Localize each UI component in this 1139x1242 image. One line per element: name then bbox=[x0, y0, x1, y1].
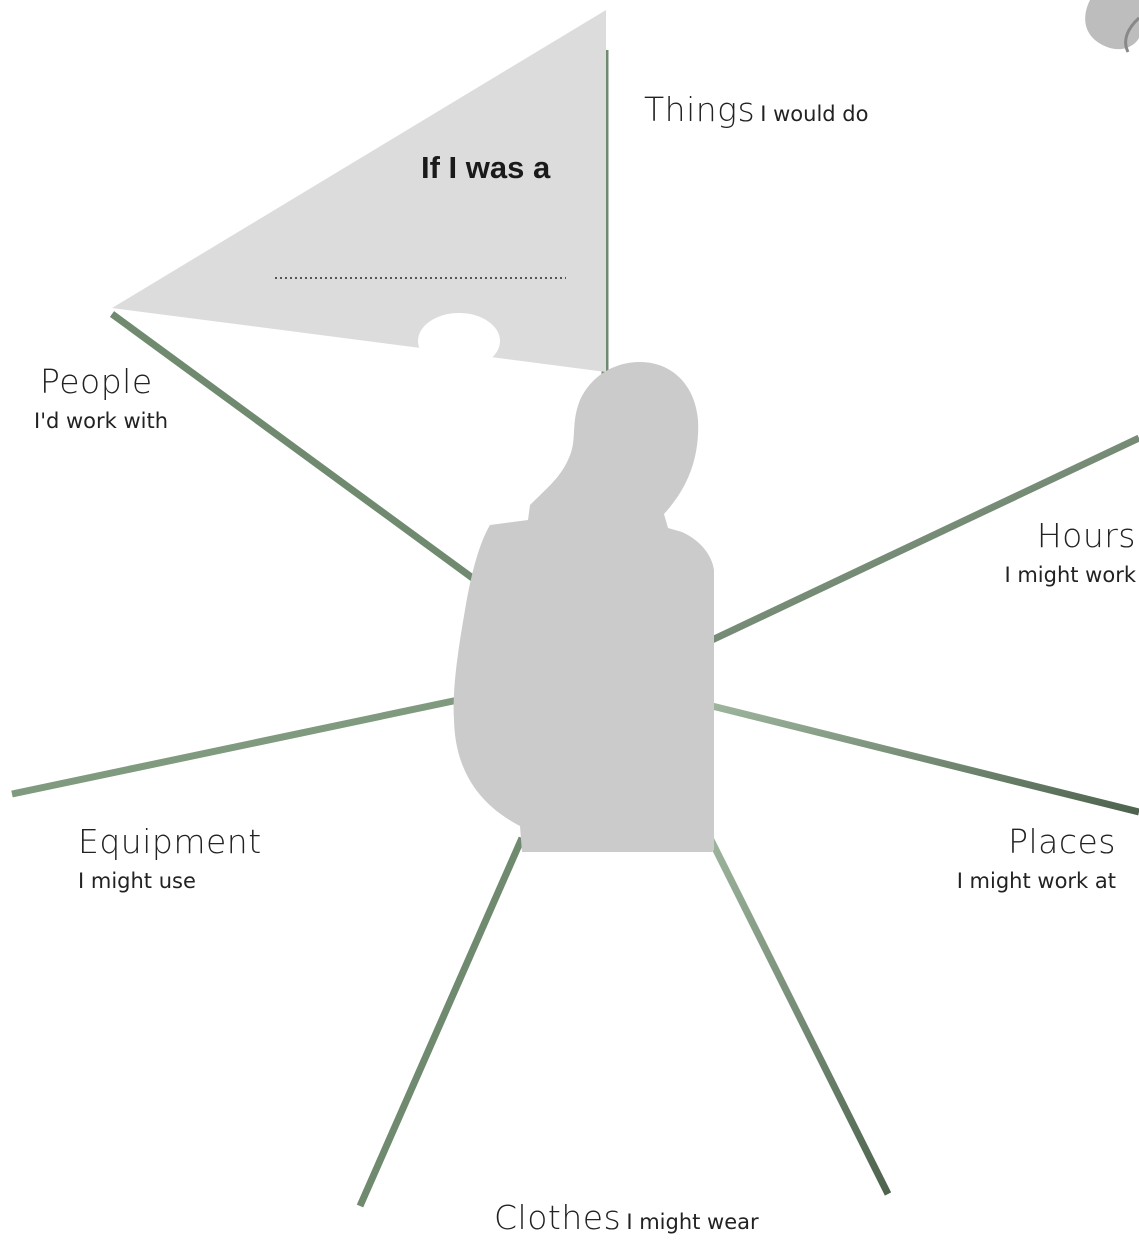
category-clothes: Clothes I might wear bbox=[494, 1198, 759, 1237]
spoke-clothes-right bbox=[706, 836, 892, 1196]
category-sub: I would do bbox=[760, 102, 869, 126]
category-heading: Hours bbox=[1036, 516, 1136, 555]
category-sub: I might wear bbox=[626, 1210, 759, 1234]
category-sub: I'd work with bbox=[34, 409, 169, 433]
category-heading: Places bbox=[1008, 822, 1116, 861]
thought-panel bbox=[112, 10, 606, 372]
category-heading: People bbox=[40, 362, 153, 401]
thought-bubble-icon bbox=[418, 313, 562, 408]
spoke-hours bbox=[710, 434, 1139, 644]
category-heading: Equipment bbox=[78, 822, 262, 861]
category-places: Places I might work at bbox=[928, 822, 1116, 893]
category-equipment: Equipment I might use bbox=[78, 822, 262, 893]
category-hours: Hours I might work bbox=[980, 516, 1136, 587]
spoke-places bbox=[711, 702, 1139, 816]
category-sub: I might use bbox=[78, 869, 196, 893]
category-heading: Things bbox=[644, 90, 756, 129]
category-sub: I might work at bbox=[956, 869, 1116, 893]
spoke-people bbox=[109, 311, 481, 585]
spoke-lines bbox=[11, 50, 1139, 1208]
spoke-equipment bbox=[11, 696, 459, 798]
person-silhouette-icon bbox=[453, 362, 714, 852]
spoke-clothes-left bbox=[356, 836, 526, 1208]
leaf-icon bbox=[1085, 0, 1139, 53]
category-people: People I'd work with bbox=[34, 362, 168, 433]
category-things: Things I would do bbox=[644, 90, 868, 129]
page-title: If I was a bbox=[421, 150, 551, 185]
category-sub: I might work bbox=[1004, 563, 1136, 587]
category-heading: Clothes bbox=[494, 1198, 622, 1237]
